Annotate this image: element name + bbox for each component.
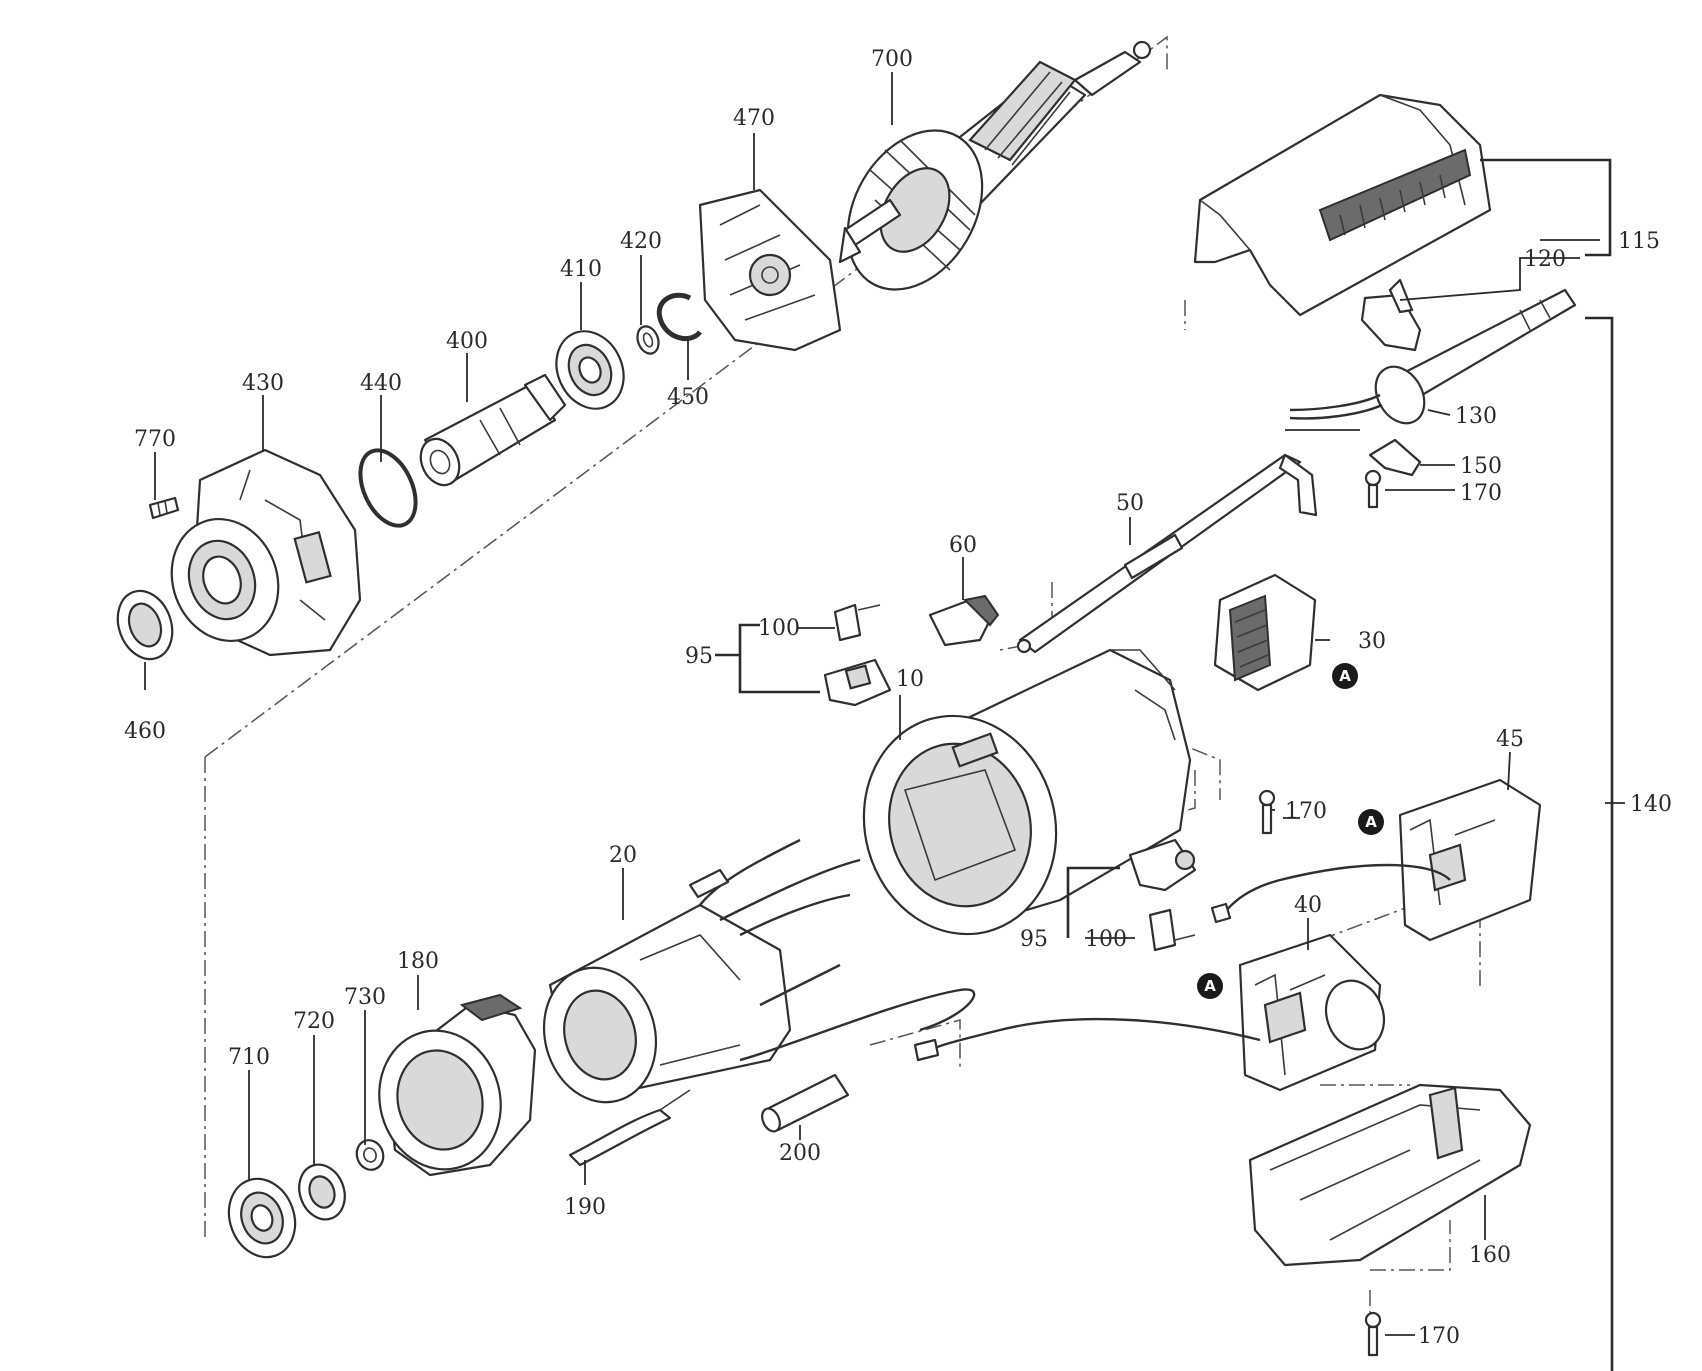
spindle-400	[419, 373, 567, 487]
armature-700	[838, 40, 1152, 291]
callout-730: 730	[344, 985, 386, 1010]
callout-10: 10	[896, 667, 924, 692]
callout-440: 440	[360, 371, 402, 396]
top-cover-115	[1193, 93, 1492, 317]
sleeve-200	[761, 1073, 850, 1133]
screw-170-a	[1364, 469, 1382, 509]
leader-lines	[144, 72, 1625, 1336]
svg-text:A: A	[1204, 977, 1216, 995]
end-cap-180	[378, 993, 537, 1177]
callout-400: 400	[446, 329, 488, 354]
stator-20	[542, 838, 976, 1104]
callout-120: 120	[1524, 247, 1566, 272]
callout-100-b: 100	[1085, 927, 1127, 952]
callout-700: 700	[871, 47, 913, 72]
callout-190: 190	[564, 1195, 606, 1220]
connection-marker-a-2: A	[1358, 809, 1384, 835]
connection-marker-a-1: A	[1332, 663, 1358, 689]
brush-holder-95-lower	[1128, 838, 1197, 952]
ring-420	[636, 325, 660, 355]
callout-170-c: 170	[1418, 1324, 1460, 1349]
nut-460	[116, 589, 174, 661]
brush-holder-95-upper	[823, 603, 892, 707]
fan-baffle-470	[698, 188, 842, 352]
callout-470: 470	[733, 106, 775, 131]
callout-170-b: 170	[1285, 799, 1327, 824]
brackets	[715, 158, 1614, 1371]
cord-clamp-150	[1368, 438, 1422, 477]
callout-100-a: 100	[758, 616, 800, 641]
callout-710: 710	[228, 1045, 270, 1070]
bearing-710	[227, 1177, 297, 1259]
callout-60: 60	[949, 533, 977, 558]
electronics-module-40	[913, 933, 1386, 1092]
gear-housing-430	[170, 448, 362, 657]
callout-460: 460	[124, 719, 166, 744]
screw-170-c	[1364, 1311, 1382, 1357]
callout-150: 150	[1460, 454, 1502, 479]
electronics-module-45	[1210, 778, 1542, 942]
switch-knob-60	[928, 594, 1000, 647]
callout-95-a: 95	[685, 644, 713, 669]
assembly-group-lines	[204, 35, 1481, 1320]
bushing-730	[355, 1139, 385, 1171]
callout-200: 200	[779, 1141, 821, 1166]
retaining-ring-450	[656, 292, 702, 342]
callout-40: 40	[1294, 893, 1322, 918]
bearing-410	[555, 330, 625, 410]
screw-770	[148, 496, 180, 520]
callout-115: 115	[1618, 229, 1660, 254]
ring-720	[298, 1163, 346, 1221]
bottom-cover-160	[1248, 1083, 1532, 1267]
callout-30: 30	[1358, 629, 1386, 654]
callout-720: 720	[293, 1009, 335, 1034]
svg-text:A: A	[1365, 813, 1377, 831]
callout-45: 45	[1496, 727, 1524, 752]
callout-160: 160	[1469, 1243, 1511, 1268]
callout-430: 430	[242, 371, 284, 396]
callout-140: 140	[1630, 792, 1672, 817]
callout-450: 450	[667, 385, 709, 410]
motor-housing-10	[862, 648, 1192, 936]
callout-180: 180	[397, 949, 439, 974]
callout-420: 420	[620, 229, 662, 254]
callout-50: 50	[1116, 491, 1144, 516]
terminal-clip-190	[568, 1089, 691, 1167]
callout-770: 770	[134, 427, 176, 452]
cord-130	[1289, 288, 1577, 425]
callout-20: 20	[609, 843, 637, 868]
connection-marker-a-3: A	[1197, 973, 1223, 999]
slider-120	[1360, 278, 1422, 352]
control-module-30	[1213, 573, 1317, 692]
callout-170-a: 170	[1460, 481, 1502, 506]
switch-rod-50	[1016, 453, 1318, 654]
callout-410: 410	[560, 257, 602, 282]
screw-170-b	[1258, 789, 1276, 835]
svg-text:A: A	[1339, 667, 1351, 685]
callout-130: 130	[1455, 404, 1497, 429]
callout-labels: 700 470 420 410 400 450 430 440 770 460 …	[124, 47, 1672, 1349]
o-ring-440	[358, 448, 418, 528]
callout-95-b: 95	[1020, 927, 1048, 952]
